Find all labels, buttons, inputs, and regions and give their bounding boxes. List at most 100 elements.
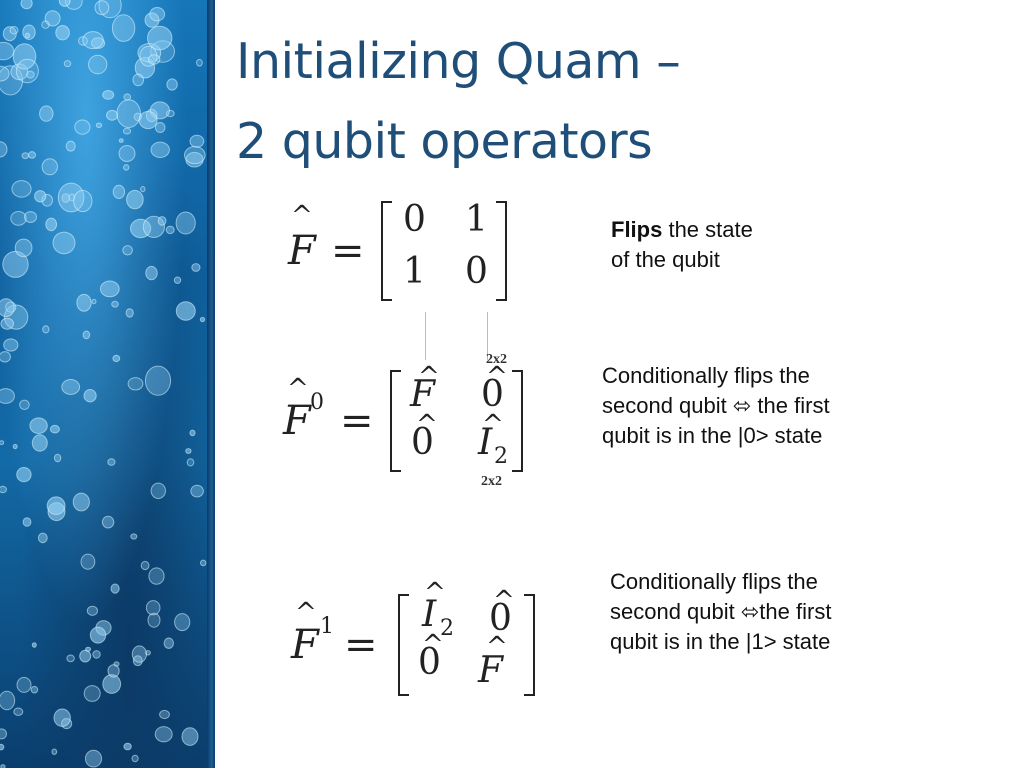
bubble — [175, 301, 196, 321]
right-bracket — [524, 594, 535, 696]
hat-mark: ^ — [486, 632, 508, 662]
bubble — [22, 517, 32, 527]
bubble — [3, 338, 19, 352]
bubble — [132, 655, 143, 667]
bubble — [52, 231, 76, 255]
bubble — [190, 484, 204, 498]
left-bracket — [398, 594, 409, 696]
bubble — [49, 424, 60, 434]
bubble — [80, 553, 96, 570]
bubble — [184, 146, 206, 165]
bubble — [0, 317, 14, 330]
bubble — [189, 429, 196, 437]
bubble — [0, 690, 16, 711]
bubble — [14, 238, 33, 258]
matrix-cell-12: 1 — [465, 199, 488, 240]
bubble — [88, 54, 108, 75]
equation-f0-lhs: F — [283, 398, 311, 444]
matrix-cell-22: I — [478, 422, 493, 463]
bubble — [82, 31, 104, 50]
bubble — [116, 99, 141, 128]
matrix-cell-11: 0 — [403, 199, 426, 240]
bubble — [157, 216, 167, 226]
bubble — [150, 141, 170, 159]
note-cond0-line-3: qubit is in the |0> state — [602, 423, 823, 448]
bubble — [24, 32, 30, 39]
bubble — [98, 0, 122, 19]
bubble — [154, 122, 166, 133]
bubble — [166, 78, 178, 91]
hat-mark: ^ — [287, 374, 309, 404]
note-cond0-line-1: Conditionally flips the — [602, 363, 810, 388]
note-conditional-1: Conditionally flips the second qubit ⬄th… — [610, 567, 831, 657]
left-bracket — [390, 370, 401, 472]
bubble — [145, 600, 161, 616]
note-flips-line-2: of the qubit — [611, 247, 720, 272]
bubble — [99, 280, 120, 298]
bubble — [139, 45, 158, 67]
bubble — [199, 559, 207, 567]
left-bracket — [381, 201, 392, 301]
bubble — [0, 298, 15, 318]
bubble — [0, 764, 6, 768]
matrix-cell-11: F — [410, 374, 435, 415]
bubble — [138, 111, 158, 130]
water-bubbles-image — [0, 0, 215, 768]
bubble — [86, 605, 99, 616]
bubble — [118, 145, 136, 162]
bubble — [41, 158, 58, 176]
right-bracket — [512, 370, 523, 472]
bubble — [57, 182, 85, 213]
bubble — [107, 664, 120, 678]
bubble — [30, 685, 39, 694]
bubble — [185, 448, 192, 454]
matrix-cell-11: I — [422, 594, 437, 635]
bubble — [95, 122, 103, 129]
equation-f-lhs: F — [288, 228, 316, 274]
matrix-cell-12: 0 — [481, 374, 504, 415]
bubble — [102, 90, 115, 100]
bubble — [16, 467, 32, 483]
bubble — [142, 215, 165, 238]
title-line-1: Initializing Quam – — [236, 33, 681, 90]
bubble — [61, 193, 71, 204]
bubble — [89, 626, 107, 644]
bubble — [11, 180, 32, 198]
bubble — [0, 728, 7, 740]
equation-f0: ^ F 0 = ^ F ^ 0 ^ 0 ^ I 2 — [280, 364, 540, 476]
matrix-cell-22-subscript: 2 — [494, 444, 508, 469]
bubble — [16, 676, 32, 693]
matrix-cell-21: 0 — [418, 642, 441, 683]
bubble — [29, 417, 48, 435]
note-conditional-0: Conditionally flips the second qubit ⬄ t… — [602, 361, 830, 451]
bubble — [24, 211, 37, 223]
right-bracket — [496, 201, 507, 301]
side-panel-edge — [207, 0, 215, 768]
equation-f: ^ F = 0 1 1 0 — [285, 195, 525, 310]
note-flips-bold: Flips — [611, 217, 663, 242]
note-flips: Flips the state of the qubit — [611, 215, 753, 275]
bubble — [140, 186, 146, 193]
bubble — [65, 140, 76, 152]
equals-sign: = — [344, 622, 378, 668]
equation-f0-superscript: 0 — [310, 390, 324, 415]
bubble — [31, 642, 37, 648]
bubble — [144, 365, 172, 396]
bubble — [147, 25, 173, 51]
hat-mark: ^ — [295, 598, 317, 628]
bubble — [159, 709, 170, 720]
bubble — [74, 119, 91, 135]
note-cond1-line-2: second qubit ⬄the first — [610, 599, 832, 624]
bubble — [58, 0, 71, 7]
note-cond1-line-3: qubit is in the |1> state — [610, 629, 831, 654]
bubble — [31, 434, 48, 452]
guide-line — [487, 312, 488, 360]
bubble — [148, 567, 165, 585]
equation-f1-superscript: 1 — [320, 614, 334, 639]
hat-mark: ^ — [416, 410, 438, 440]
bubble — [147, 54, 161, 65]
hat-mark: ^ — [291, 201, 313, 231]
matrix-cell-22: 0 — [465, 251, 488, 292]
note-flips-text: the state — [662, 217, 753, 242]
bubble — [149, 7, 166, 22]
